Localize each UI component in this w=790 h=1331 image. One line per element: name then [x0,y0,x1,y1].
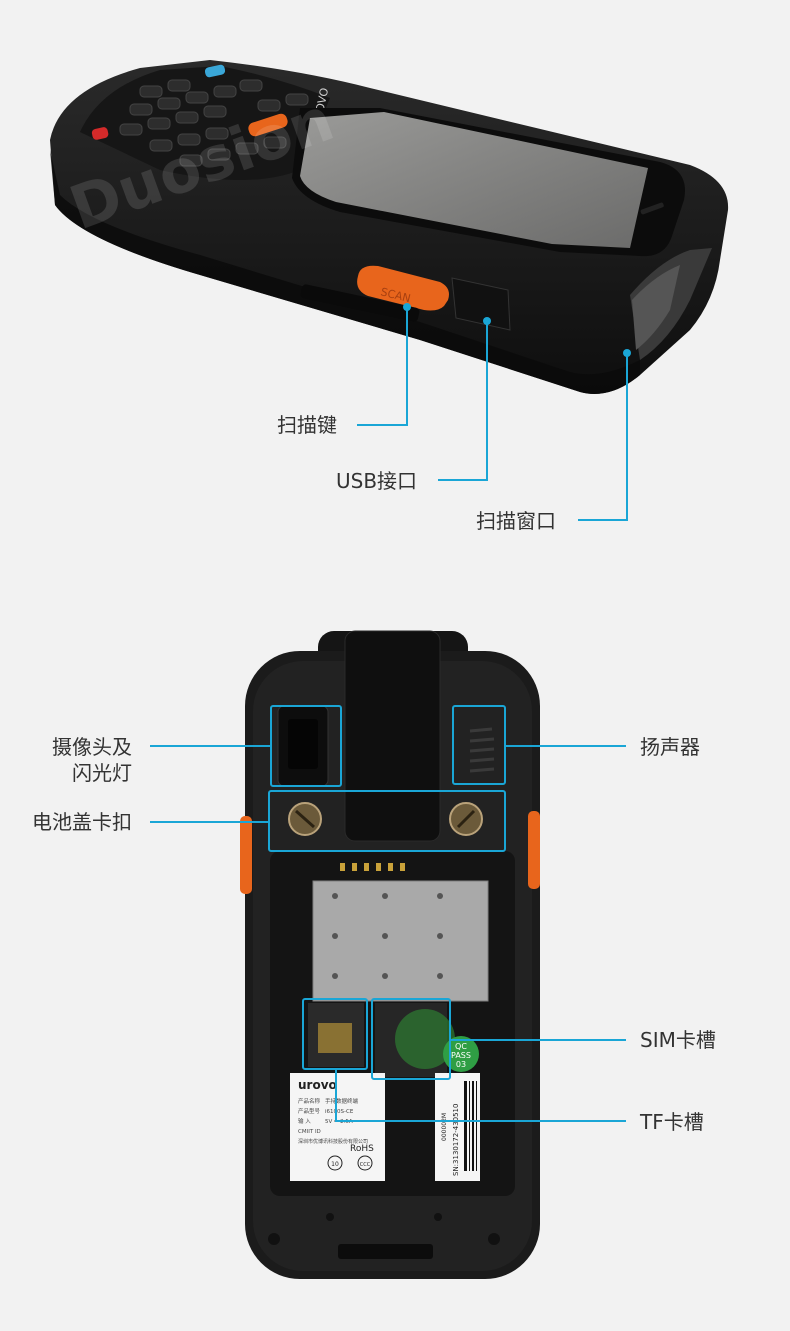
svg-text:QC: QC [455,1042,467,1051]
usb-port-dot [483,317,491,325]
battery-latch-line [150,821,268,823]
svg-text:CCC: CCC [360,1162,371,1168]
label-camera-flash-1: 摄像头及 [52,735,132,759]
tf-slot-line-v [335,1070,337,1122]
speaker-line [506,745,626,747]
svg-text:产品型号: 产品型号 [298,1107,321,1115]
label-tf-slot: TF卡槽 [640,1110,704,1134]
side-scan-key [357,265,449,311]
usb-line-v [486,322,488,481]
svg-text:i6100S-CE: i6100S-CE [325,1109,354,1115]
label-scan-key: 扫描键 [277,413,337,437]
speaker-highlight [452,705,506,785]
camera-flash-highlight [270,705,342,787]
svg-text:03: 03 [456,1060,466,1069]
svg-text:000002M: 000002M [441,1113,448,1141]
sim-slot-line [451,1039,626,1041]
label-scan-window: 扫描窗口 [476,509,556,533]
handheld-terminal-angled-view: UROVO SCAN Duosion [50,60,729,394]
svg-text:手持数据终端: 手持数据终端 [325,1097,359,1105]
scan-key-line-h [357,424,408,426]
svg-text:urovo: urovo [298,1078,337,1092]
svg-text:产品名称: 产品名称 [298,1097,321,1105]
scan-window-line-v [626,354,628,521]
touch-screen [300,112,648,248]
usb-line-h [438,479,488,481]
scan-key-line-v [406,308,408,426]
scan-window-line-h [578,519,628,521]
camera-line [150,745,270,747]
sim-slot-highlight [371,998,451,1080]
tf-slot-line-h [335,1120,626,1122]
keypad [91,64,309,167]
svg-text:SN:3130172-430510: SN:3130172-430510 [452,1104,460,1176]
battery-latch-highlight [268,790,506,852]
handheld-terminal-back-view: QC PASS 03 urovo 产品名称 手持数据终端 产品型号 i6100S… [240,630,540,1279]
label-sim-slot: SIM卡槽 [640,1028,716,1052]
label-speaker: 扬声器 [640,735,700,759]
label-battery-latch: 电池盖卡扣 [32,810,132,834]
svg-text:10: 10 [331,1161,339,1168]
svg-text:5V ⎓ 2.5A: 5V ⎓ 2.5A [325,1119,353,1125]
svg-text:CMIIT ID: CMIIT ID [298,1129,321,1135]
tf-slot-highlight [302,998,368,1070]
svg-text:输 入: 输 入 [298,1117,311,1125]
svg-text:深圳市优博讯科技股份有限公司: 深圳市优博讯科技股份有限公司 [298,1138,368,1145]
svg-text:PASS: PASS [451,1051,471,1060]
scan-key-dot [403,303,411,311]
usb-port-cover [451,277,511,331]
scan-window-dot [623,349,631,357]
svg-text:RoHS: RoHS [350,1144,374,1154]
label-camera-flash-2: 闪光灯 [72,761,132,785]
label-usb-port: USB接口 [336,469,418,493]
